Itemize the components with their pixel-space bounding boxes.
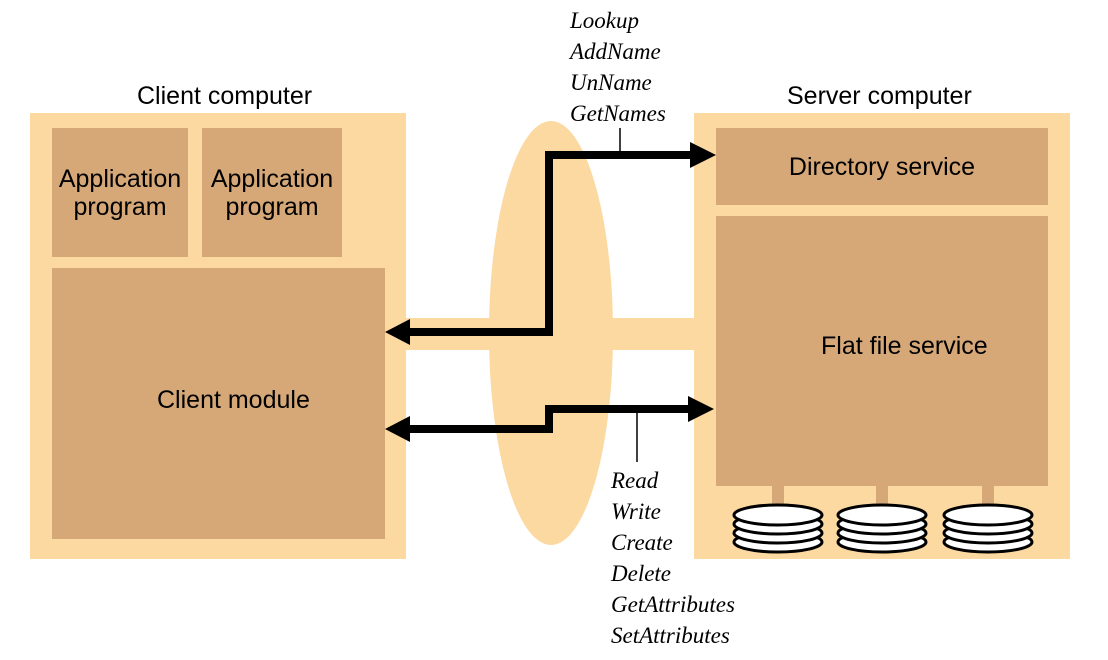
directory-op: GetNames bbox=[570, 101, 666, 126]
client-module-label: Client module bbox=[157, 386, 310, 414]
file-op: Read bbox=[611, 468, 659, 493]
file-op: Create bbox=[611, 530, 673, 555]
client-module-box: Client module bbox=[52, 268, 385, 539]
application-program-box-2: Application program bbox=[202, 128, 342, 257]
directory-op: AddName bbox=[570, 39, 661, 64]
directory-arrowhead-client bbox=[385, 319, 410, 345]
file-op: SetAttributes bbox=[611, 623, 730, 648]
disk-stack-1 bbox=[732, 486, 824, 554]
server-computer-title: Server computer bbox=[787, 82, 972, 110]
disk-stack-3 bbox=[942, 486, 1034, 554]
file-op: Delete bbox=[611, 561, 672, 586]
file-operations-list: Read Write Create Delete GetAttributes S… bbox=[611, 465, 735, 651]
disk-stack-2 bbox=[836, 486, 928, 554]
file-arrowhead-server bbox=[688, 396, 714, 422]
directory-service-box: Directory service bbox=[716, 128, 1048, 205]
directory-request-line bbox=[408, 151, 692, 336]
application-program-box-1: Application program bbox=[52, 128, 188, 257]
client-computer-title: Client computer bbox=[137, 82, 313, 110]
file-arrowhead-client bbox=[385, 416, 410, 442]
directory-operations-list: Lookup AddName UnName GetNames bbox=[570, 5, 666, 129]
application-program-2-line-2: program bbox=[225, 192, 319, 221]
application-program-1-line-2: program bbox=[73, 192, 167, 221]
file-op: Write bbox=[611, 499, 661, 524]
flat-file-service-label: Flat file service bbox=[821, 332, 988, 360]
flat-file-service-box: Flat file service bbox=[716, 216, 1048, 486]
directory-arrowhead-server bbox=[690, 142, 716, 168]
application-program-2-line-1: Application bbox=[210, 164, 334, 193]
directory-op: UnName bbox=[570, 70, 652, 95]
file-request-line bbox=[408, 405, 690, 433]
directory-op: Lookup bbox=[570, 8, 639, 33]
directory-service-label: Directory service bbox=[788, 152, 976, 181]
application-program-1-line-1: Application bbox=[58, 164, 182, 193]
file-op: GetAttributes bbox=[611, 592, 735, 617]
